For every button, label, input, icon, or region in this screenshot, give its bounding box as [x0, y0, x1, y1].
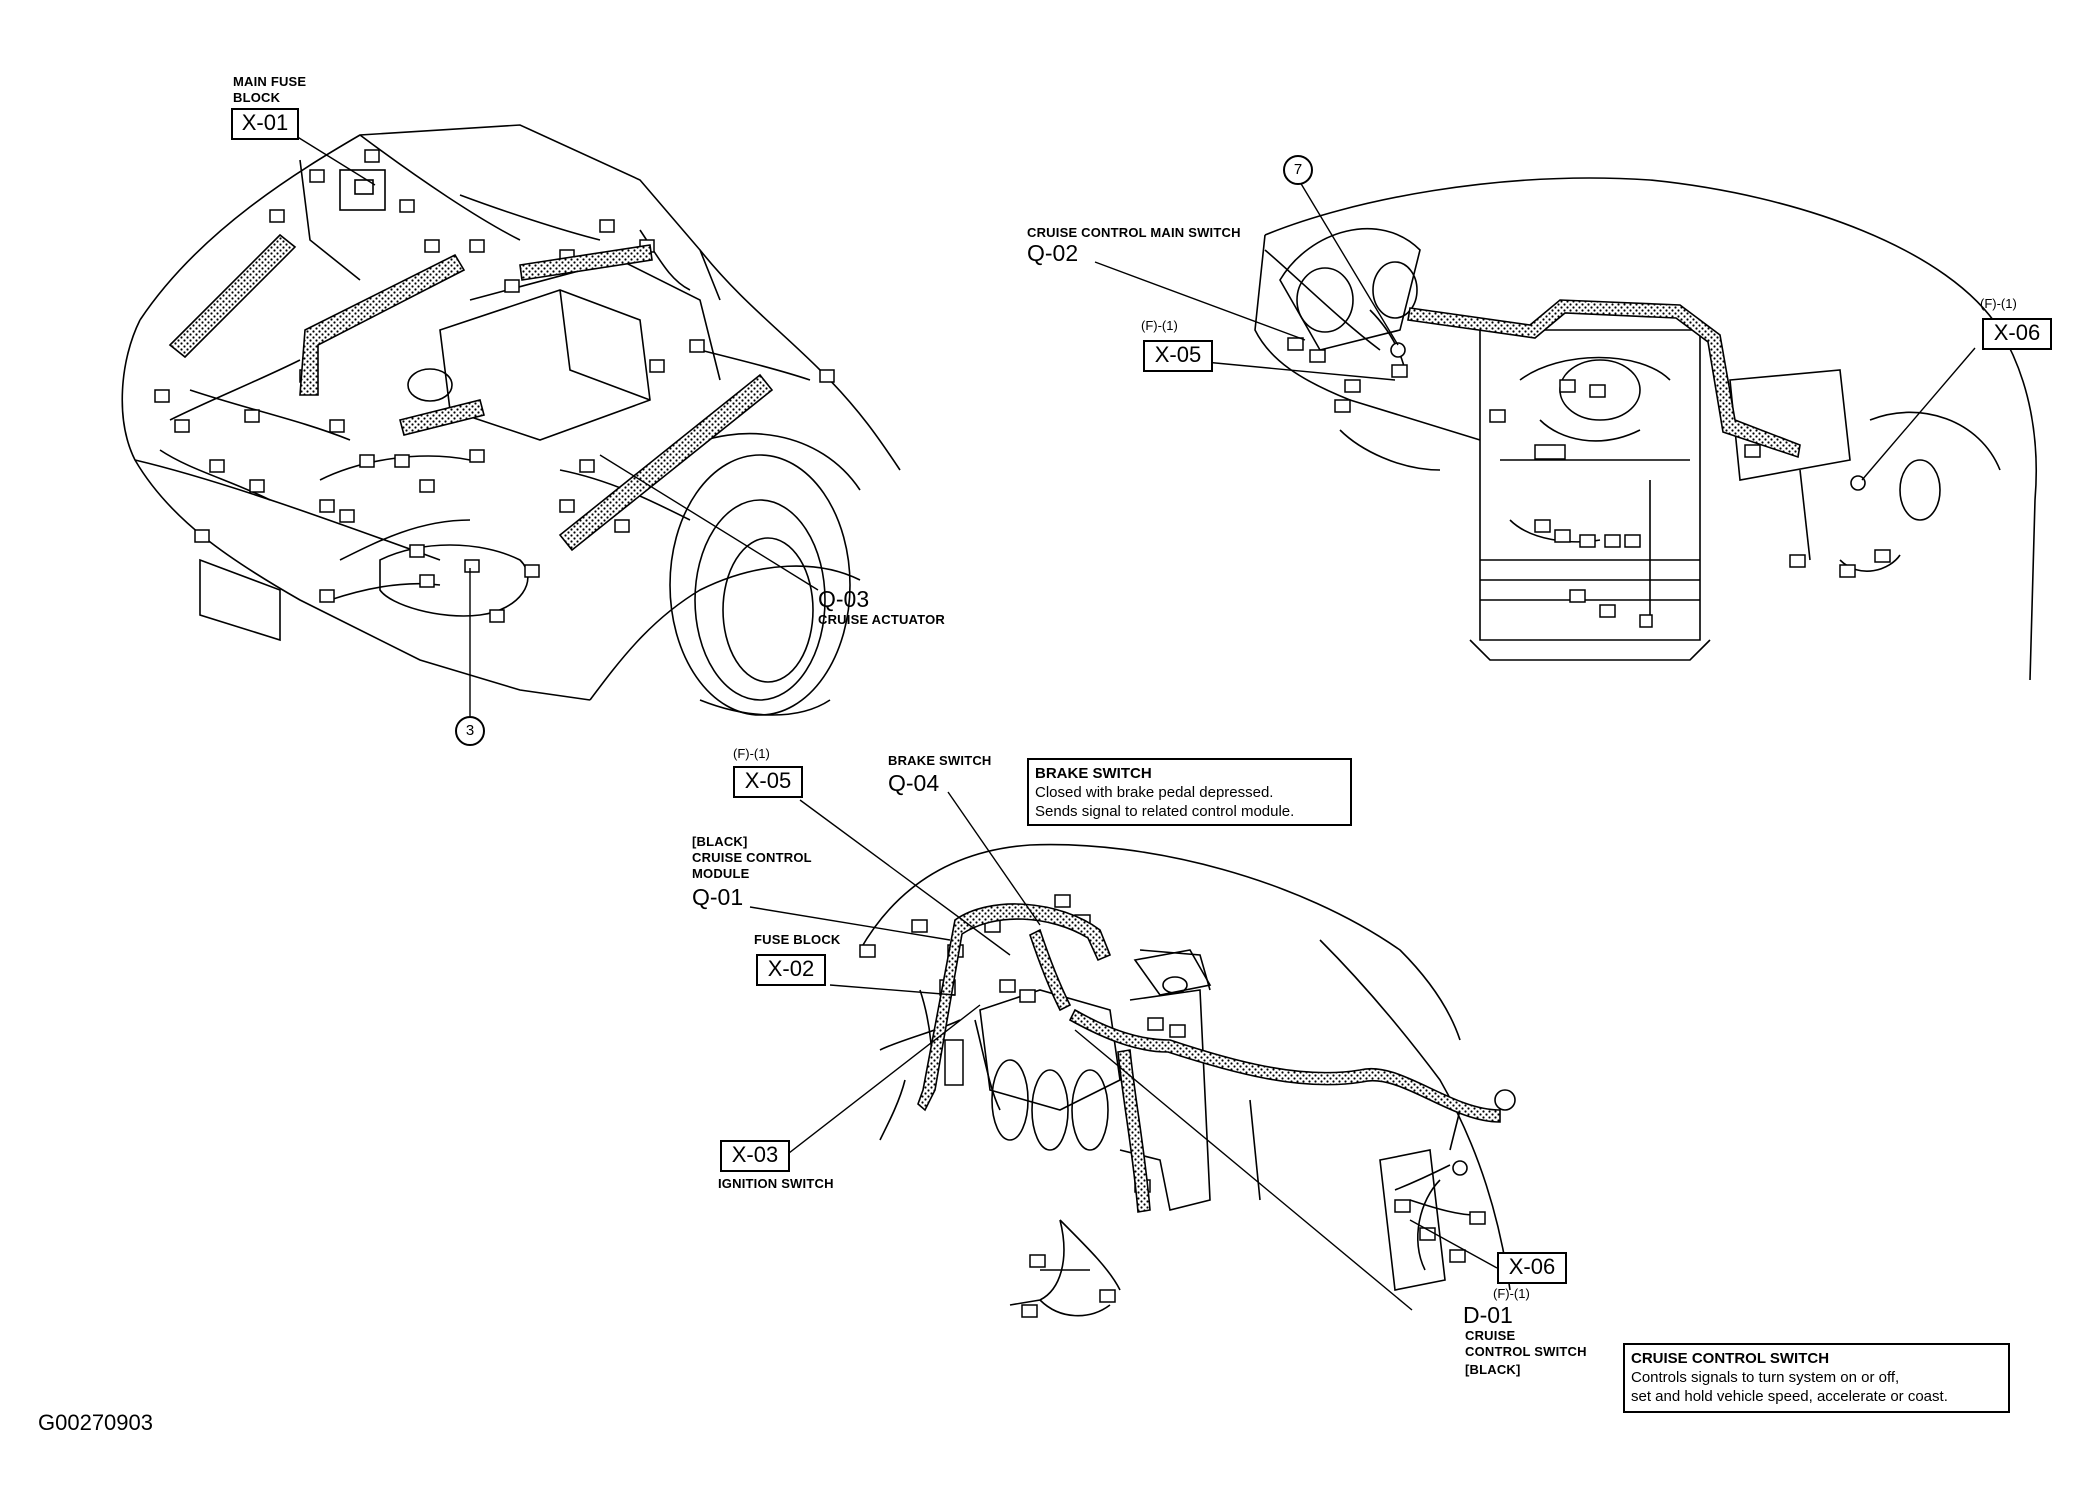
connector-x06-sub-bottom: (F)-(1) [1493, 1286, 1530, 1301]
cruise-actuator-code: Q-03 [818, 586, 870, 612]
fuse-block-label: FUSE BLOCK [754, 932, 841, 947]
under-dash-leaders [749, 791, 1498, 1311]
cruise-switch-note-line1: Controls signals to turn system on or of… [1631, 1369, 1900, 1386]
connector-code-x06-bottom: X-06 [1497, 1252, 1567, 1284]
cruise-switch-line3: [BLACK] [1465, 1362, 1521, 1377]
cruise-module-line1: [BLACK] [692, 834, 748, 849]
connector-x05-sub-top: (F)-(1) [1141, 318, 1178, 333]
cruise-switch-line1: CRUISE [1465, 1328, 1516, 1343]
engine-bay-harness-sleeves [168, 233, 774, 552]
dashboard-leaders [1094, 181, 1976, 481]
brake-switch-note: BRAKE SWITCH Closed with brake pedal dep… [1027, 758, 1352, 826]
brake-switch-note-title: BRAKE SWITCH [1035, 765, 1152, 782]
ignition-switch-label: IGNITION SWITCH [718, 1176, 834, 1191]
main-fuse-block-label-line1: MAIN FUSE [233, 74, 307, 89]
cruise-switch-note-title: CRUISE CONTROL SWITCH [1631, 1350, 1830, 1367]
connector-code-x02: X-02 [756, 954, 826, 986]
brake-switch-note-line1: Closed with brake pedal depressed. [1035, 784, 1274, 801]
connector-code-x05-top: X-05 [1143, 340, 1213, 372]
ground-point-7: 7 [1283, 155, 1313, 185]
brake-switch-label: BRAKE SWITCH [888, 753, 992, 768]
dashboard-harness-sleeves [1407, 299, 1801, 459]
brake-switch-code: Q-04 [888, 770, 940, 796]
under-dash-drawing [859, 843, 1516, 1318]
connector-code-x06-top: X-06 [1982, 318, 2052, 350]
connector-code-x01: X-01 [231, 108, 299, 140]
brake-switch-note-line2: Sends signal to related control module. [1035, 803, 1295, 820]
dashboard-drawing [1254, 177, 2038, 681]
connector-x06-sub-top: (F)-(1) [1980, 296, 2017, 311]
cruise-switch-line2: CONTROL SWITCH [1465, 1344, 1587, 1359]
cruise-module-line3: MODULE [692, 866, 750, 881]
cruise-main-switch-code: Q-02 [1027, 240, 1079, 266]
cruise-switch-note: CRUISE CONTROL SWITCH Controls signals t… [1623, 1343, 2010, 1413]
cruise-actuator-label: CRUISE ACTUATOR [818, 612, 945, 627]
cruise-module-line2: CRUISE CONTROL [692, 850, 812, 865]
main-fuse-block-label-line2: BLOCK [233, 90, 281, 105]
cruise-module-code: Q-01 [692, 884, 744, 910]
under-dash-harness-sleeves [917, 903, 1501, 1213]
cruise-switch-code: D-01 [1463, 1302, 1513, 1328]
connector-code-x05-bottom: X-05 [733, 766, 803, 798]
connector-x05-sub-bottom: (F)-(1) [733, 746, 770, 761]
ground-point-3: 3 [455, 716, 485, 746]
cruise-switch-note-line2: set and hold vehicle speed, accelerate o… [1631, 1388, 1948, 1405]
figure-id: G00270903 [38, 1410, 153, 1435]
cruise-main-switch-label: CRUISE CONTROL MAIN SWITCH [1027, 225, 1241, 240]
engine-bay-leaders [282, 127, 819, 718]
engine-bay-drawing [121, 124, 901, 716]
connector-code-x03: X-03 [720, 1140, 790, 1172]
